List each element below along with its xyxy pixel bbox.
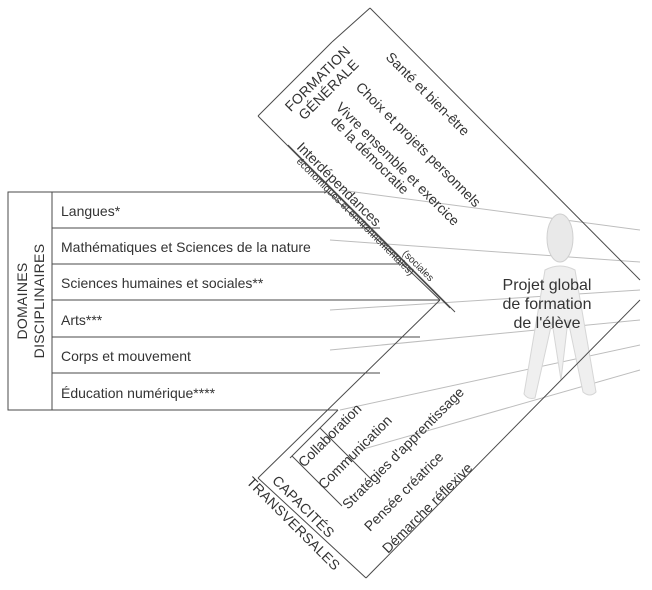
domaine-item-mathematiques: Mathématiques et Sciences de la nature (61, 239, 311, 255)
domaines-title-line1: DOMAINES (14, 262, 30, 339)
domaine-item-langues: Langues* (61, 203, 121, 219)
ct-header-edge (257, 477, 367, 579)
outer-edge-top (369, 7, 641, 281)
formation-generale-block: FORMATION GÉNÉRALE Santé et bien-être Ch… (257, 7, 641, 313)
centre-line-1: Projet global (503, 277, 592, 294)
domaine-item-sciences-humaines: Sciences humaines et sociales** (61, 275, 264, 291)
domaines-header-box (7, 191, 53, 411)
domaines-block: DOMAINES DISCIPLINAIRES Langues* Mathéma… (7, 191, 440, 411)
fg-top-end (331, 7, 371, 43)
domaine-item-corps: Corps et mouvement (61, 348, 191, 364)
ct-item-communication: Communication (315, 412, 395, 492)
centre-label: Projet global de formation de l'élève (503, 277, 592, 332)
domaine-item-arts: Arts*** (61, 312, 103, 328)
domaines-title-line2: DISCIPLINAIRES (31, 244, 47, 359)
centre-line-3: de l'élève (513, 315, 580, 332)
domaine-item-numerique: Éducation numérique**** (61, 385, 216, 401)
centre-line-2: de formation (503, 296, 592, 313)
student-silhouette (523, 213, 597, 399)
background-stripes (329, 189, 641, 451)
fg-header-edge (257, 41, 333, 117)
outer-edge-bottom (365, 299, 641, 579)
